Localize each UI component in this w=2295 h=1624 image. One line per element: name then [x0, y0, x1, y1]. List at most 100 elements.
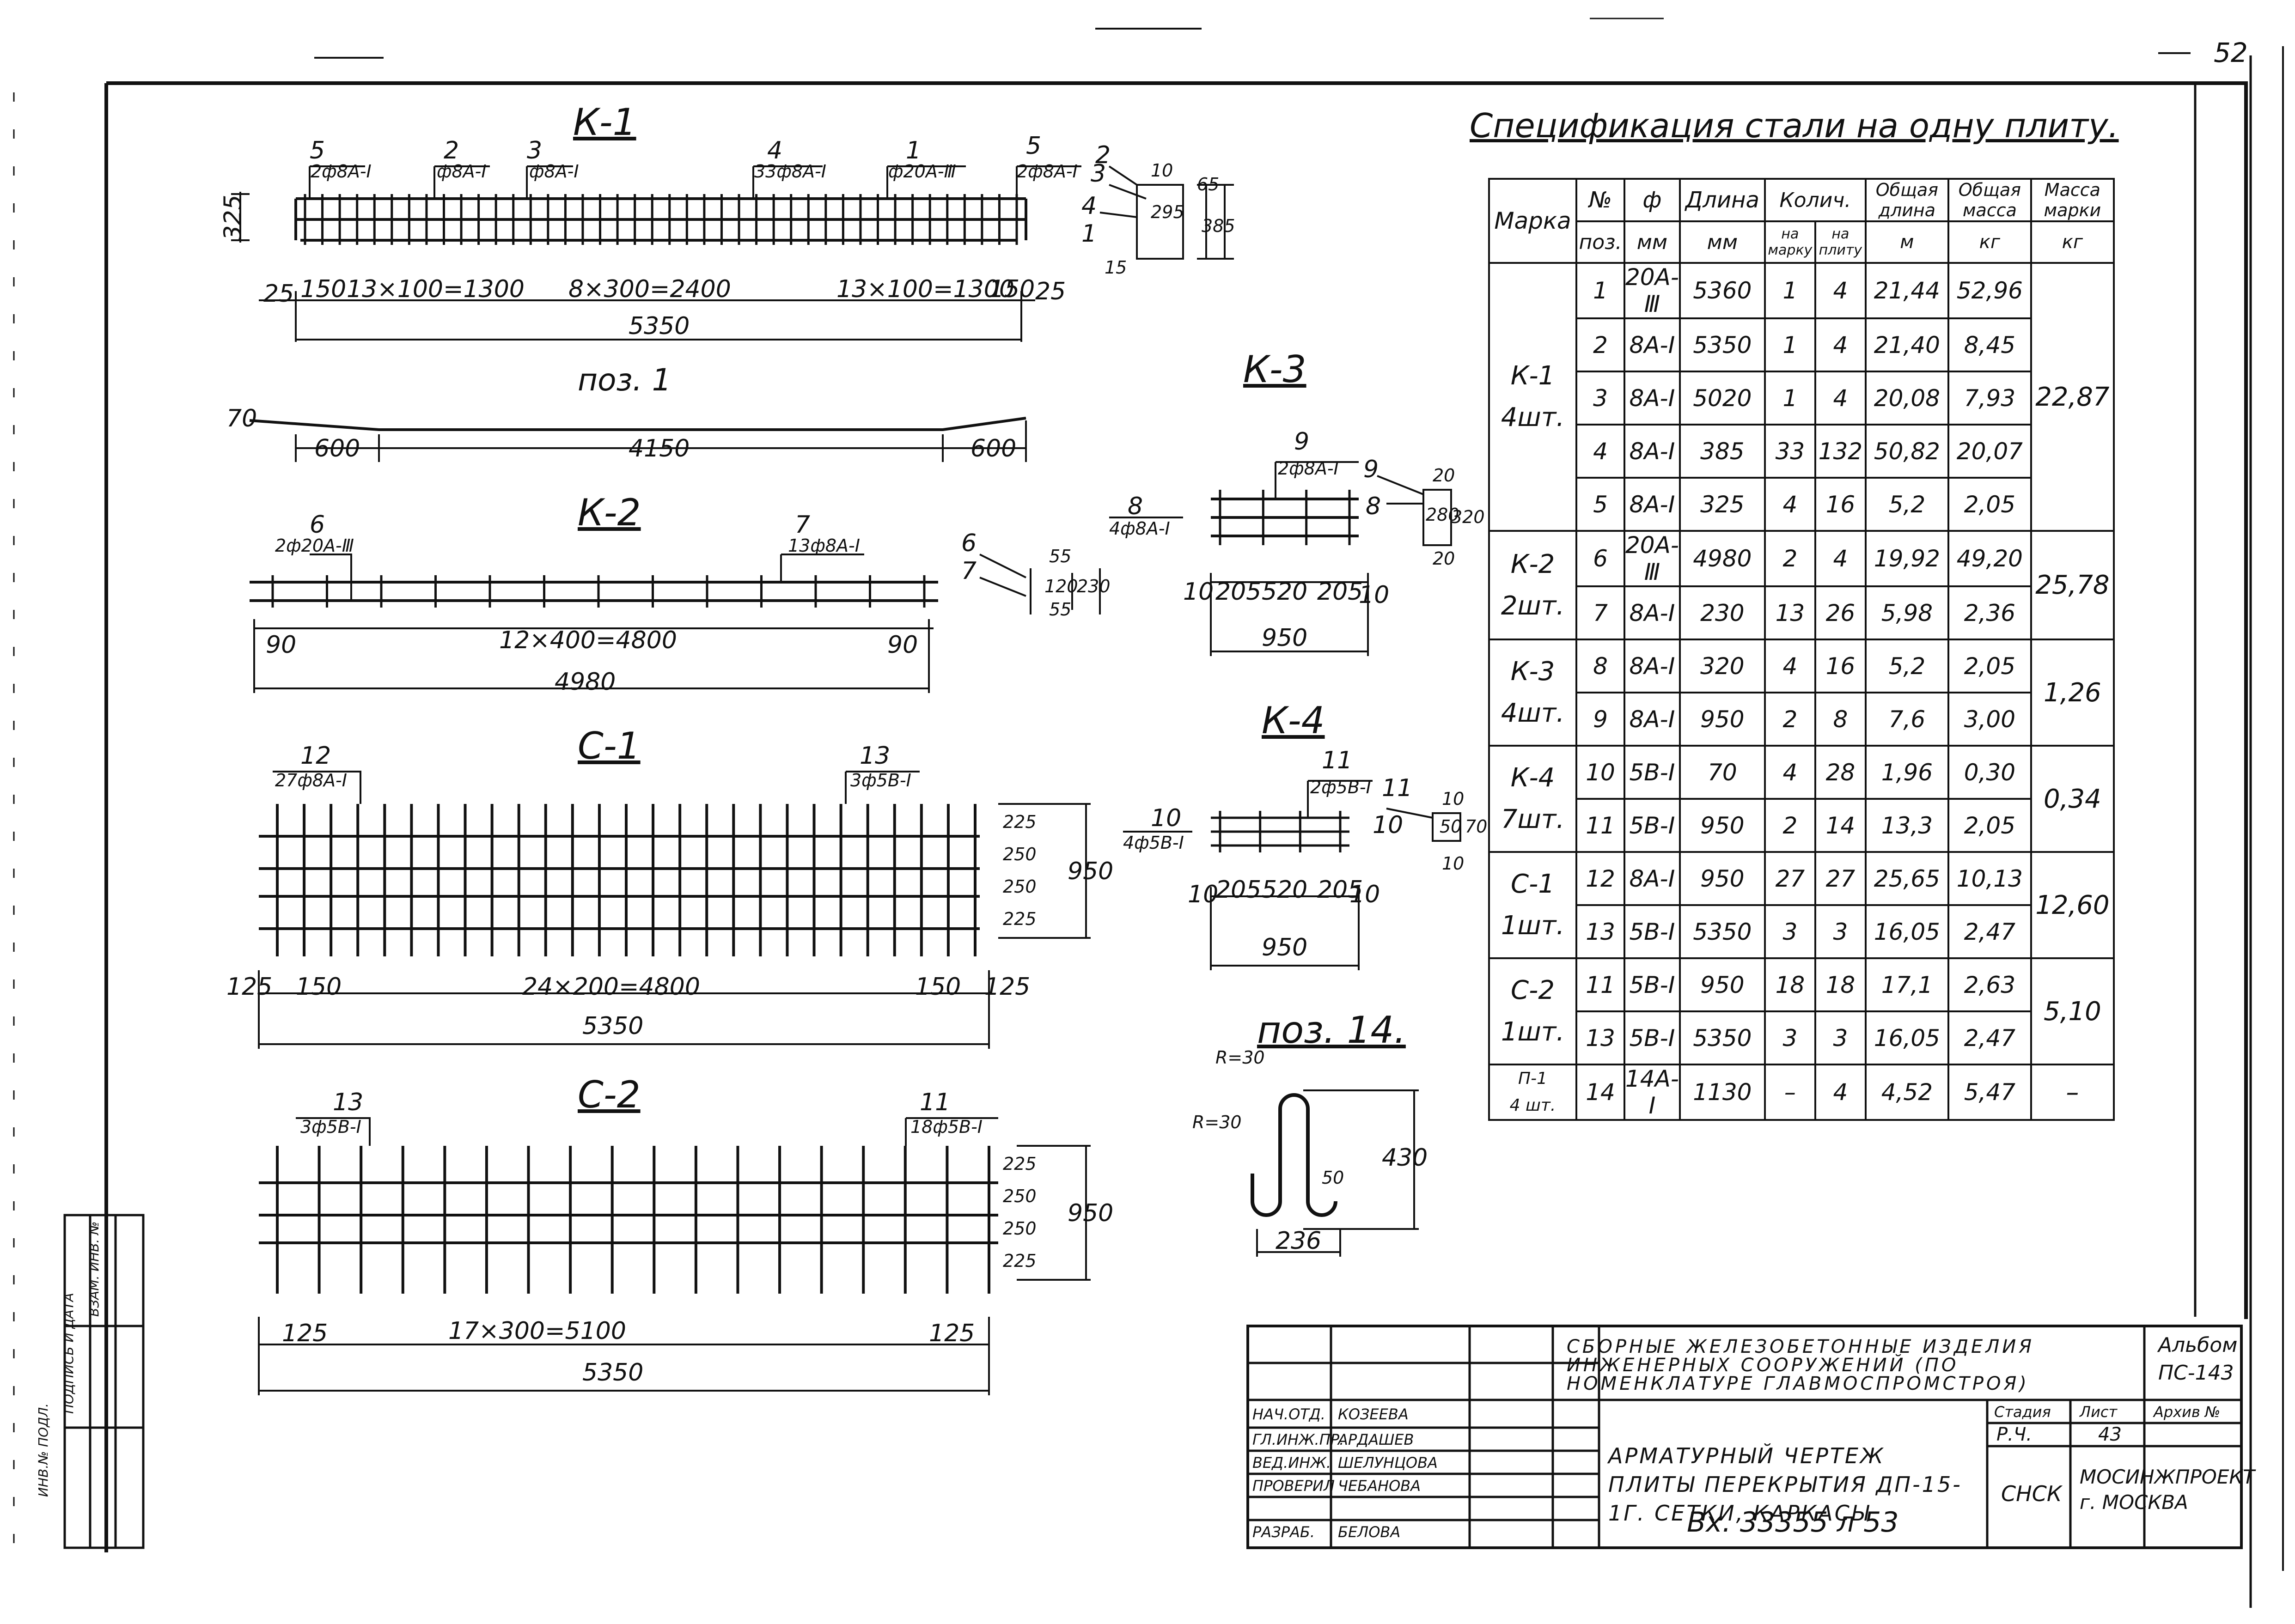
k1-callout-3-bar: ф8А-Ⅰ: [529, 161, 579, 182]
spec-cell: 2,63: [1947, 957, 2032, 1012]
c1-dim: 24×200=4800: [522, 973, 700, 1001]
spec-cell: 385: [1679, 424, 1766, 479]
spec-cell: 17,1: [1864, 957, 1949, 1012]
k1-dim: 150: [300, 275, 347, 303]
k3-dim: 205: [1317, 578, 1363, 606]
spec-cell: 7,6: [1864, 692, 1949, 747]
spec-cell: 2: [1764, 530, 1816, 587]
k1-callout-2: 2: [444, 137, 459, 164]
spec-title: Спецификация стали на одну плиту.: [1470, 106, 2119, 145]
c1-total: 5350: [582, 1012, 644, 1040]
k1-dim: 13×100=1300: [836, 275, 1014, 303]
k4-dim: 205: [1215, 876, 1262, 904]
stamp-album-number: ПС-143: [2158, 1361, 2234, 1385]
k4-section: 70: [1465, 816, 1488, 837]
k1-callout-5-bar: 2ф8А-Ⅰ: [311, 161, 372, 182]
spec-cell: 4980: [1679, 530, 1766, 587]
spec-cell: 4: [1764, 639, 1816, 693]
spec-cell: 50,82: [1864, 424, 1949, 479]
k4-title: К-4: [1262, 699, 1325, 742]
spec-cell: 5020: [1679, 371, 1766, 426]
k1-section-dim: 385: [1202, 216, 1235, 236]
k3-dim: 10: [1183, 578, 1214, 606]
spec-cell: 5: [1575, 477, 1625, 532]
spec-cell: 2: [1764, 798, 1816, 853]
spec-cell: 2: [1575, 317, 1625, 372]
spec-mark-mass: –: [2030, 1064, 2115, 1121]
stamp-sheet: 43: [2098, 1424, 2122, 1445]
spec-cell: 19,92: [1864, 530, 1949, 587]
k1-callout-4-bar: 33ф8А-Ⅰ: [754, 161, 826, 182]
spec-cell: 16,05: [1864, 1010, 1949, 1065]
stamp-org-title: СБОРНЫЕ ЖЕЛЕЗОБЕТОННЫЕ ИЗДЕЛИЯ ИНЖЕНЕРНЫ…: [1567, 1336, 2035, 1394]
stamp-sheet-header: Лист: [2080, 1403, 2118, 1421]
spec-cell: 2,47: [1947, 1010, 2032, 1065]
k1-section-dim: 10: [1151, 160, 1173, 181]
k2-total: 4980: [555, 668, 616, 696]
k4-callout: 10: [1151, 804, 1182, 832]
spec-mark-count: 1шт.: [1501, 1017, 1565, 1047]
k3-width: 950: [1262, 624, 1308, 652]
spec-cell: 5,47: [1947, 1064, 2032, 1121]
spec-cell: 4: [1814, 317, 1867, 372]
k4-section: 50: [1440, 816, 1462, 837]
spec-cell: 12: [1575, 851, 1625, 906]
spec-cell: 2,05: [1947, 477, 2032, 532]
spec-mark: К-3: [1510, 657, 1555, 687]
col-mark-mass: Масса марки: [2030, 178, 2115, 222]
k1-height: 325: [219, 195, 247, 241]
stamp-stage: Р.Ч.: [1996, 1424, 2032, 1445]
pos14-dim: R=30: [1215, 1047, 1265, 1068]
k1-callout-5b: 5: [1026, 132, 1042, 160]
c1-side: 225: [1003, 812, 1037, 832]
spec-cell: 1: [1764, 371, 1816, 426]
spec-cell: 13: [1764, 585, 1816, 640]
spec-cell: 5,2: [1864, 477, 1949, 532]
c2-title: С-2: [578, 1073, 641, 1116]
c1-title: С-1: [578, 724, 641, 767]
stamp-role: ГЛ.ИНЖ.ПР.: [1252, 1431, 1344, 1448]
k4-dim: 10: [1349, 881, 1380, 908]
spec-cell: 8: [1814, 692, 1867, 747]
stamp-drawing-number: Вх. 33355 л 53: [1687, 1506, 1899, 1539]
col-diam-sub: мм: [1624, 220, 1681, 264]
k1-section-dim: 15: [1105, 257, 1127, 278]
c1-callout-bar: 3ф5В-Ⅰ: [850, 770, 911, 791]
spec-mark-count: 2шт.: [1501, 590, 1565, 621]
spec-cell: 20А-Ⅲ: [1624, 530, 1681, 587]
left-strip-label: ИНВ.№ ПОДЛ.: [36, 1403, 51, 1497]
pos1-dim: 600: [314, 435, 360, 462]
k1-callout-1: 1: [906, 137, 922, 164]
spec-cell: 2,05: [1947, 639, 2032, 693]
k2-section: 230: [1077, 576, 1111, 596]
left-strip-label: ВЗАМ. ИНВ. №: [86, 1221, 102, 1317]
spec-mark: П-1: [1518, 1069, 1547, 1089]
spec-cell: 4: [1764, 745, 1816, 800]
spec-cell: 950: [1679, 957, 1766, 1012]
spec-cell: –: [1764, 1064, 1816, 1121]
spec-cell: 52,96: [1947, 262, 2032, 319]
spec-cell: 13,3: [1864, 798, 1949, 853]
c2-side: 250: [1003, 1186, 1037, 1206]
spec-cell: 8А-Ⅰ: [1624, 371, 1681, 426]
spec-cell: 8А-Ⅰ: [1624, 851, 1681, 906]
k4-callout-bar: 4ф5В-Ⅰ: [1123, 833, 1184, 853]
k2-section: 7: [961, 557, 977, 585]
k4-section: 10: [1442, 789, 1465, 809]
spec-cell: 14: [1814, 798, 1867, 853]
spec-mark-mass: 0,34: [2030, 745, 2115, 853]
spec-cell: 70: [1679, 745, 1766, 800]
spec-cell: 27: [1764, 851, 1816, 906]
pos14-dim: 50: [1322, 1168, 1344, 1188]
k4-width: 950: [1262, 934, 1308, 961]
spec-mark: К-2: [1510, 549, 1555, 579]
k2-callout-bar: 13ф8А-Ⅰ: [788, 535, 860, 556]
k2-callout-bar: 2ф20А-Ⅲ: [275, 535, 354, 556]
